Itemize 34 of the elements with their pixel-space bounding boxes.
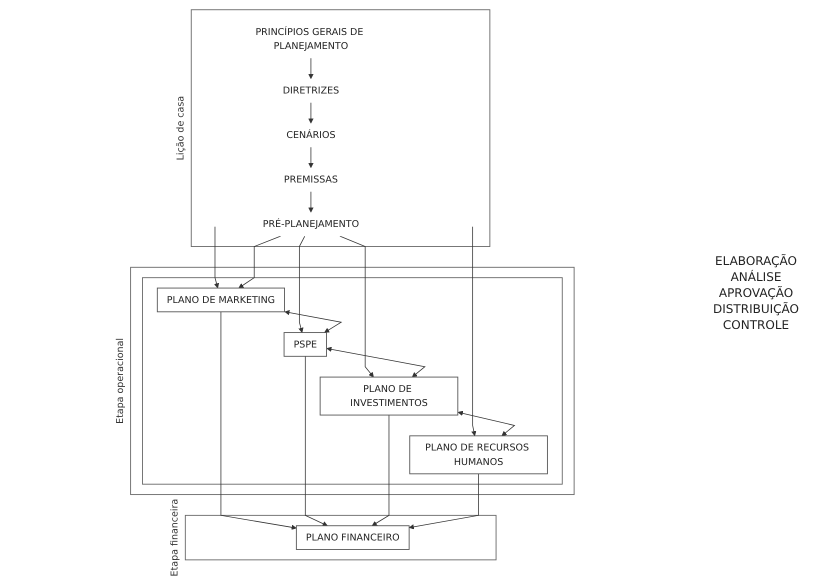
arrow — [308, 102, 314, 124]
node-box — [409, 435, 548, 474]
node-box — [156, 288, 285, 312]
cluster — [190, 9, 490, 247]
node-box — [320, 376, 458, 416]
arrow — [238, 236, 282, 288]
arrow — [284, 310, 342, 333]
note-text: CONTROLE — [722, 318, 790, 332]
arrow — [298, 236, 306, 333]
flowchart-drawing: Etapa financeira Etapa operacional Lição de casa PRINCÍPIOS GERAIS DE PLANEJAMENTO DIRETRIZES CENÁRIOS PREMISSAS PRÉ-PLANEJAMENTO PLANO DE MARKETING PSPE PLANO DE INVESTIMENTOS PLANO DE RECURSOS HUMANOS PLANO FINANCEIRO — [0, 5, 681, 580]
arrow — [458, 410, 516, 436]
node-box — [284, 332, 327, 357]
arrow — [304, 356, 328, 526]
node-box — [296, 525, 410, 550]
cluster — [184, 514, 497, 560]
arrow — [339, 236, 374, 378]
arrow — [214, 226, 220, 288]
arrow — [326, 346, 426, 378]
arrow — [372, 414, 390, 526]
arrow — [408, 473, 479, 530]
arrow — [308, 58, 314, 80]
arrow — [308, 191, 314, 213]
node-text: PRINCÍPIOS GERAIS DE PLANEJAMENTO — [255, 26, 364, 52]
note-text: ANÁLISE — [730, 270, 782, 284]
note-text: APROVAÇÃO — [718, 286, 794, 300]
node-text: PRÉ-PLANEJAMENTO — [262, 218, 360, 230]
node-text: PREMISSAS — [284, 174, 338, 186]
node-text: CENÁRIOS — [286, 129, 336, 141]
note-text: ELABORAÇÃO — [715, 254, 797, 268]
arrow — [471, 226, 476, 436]
arrow — [220, 311, 297, 530]
note-text: DISTRIBUIÇÃO — [713, 302, 799, 316]
arrow — [308, 146, 314, 168]
node-text: DIRETRIZES — [282, 84, 340, 96]
